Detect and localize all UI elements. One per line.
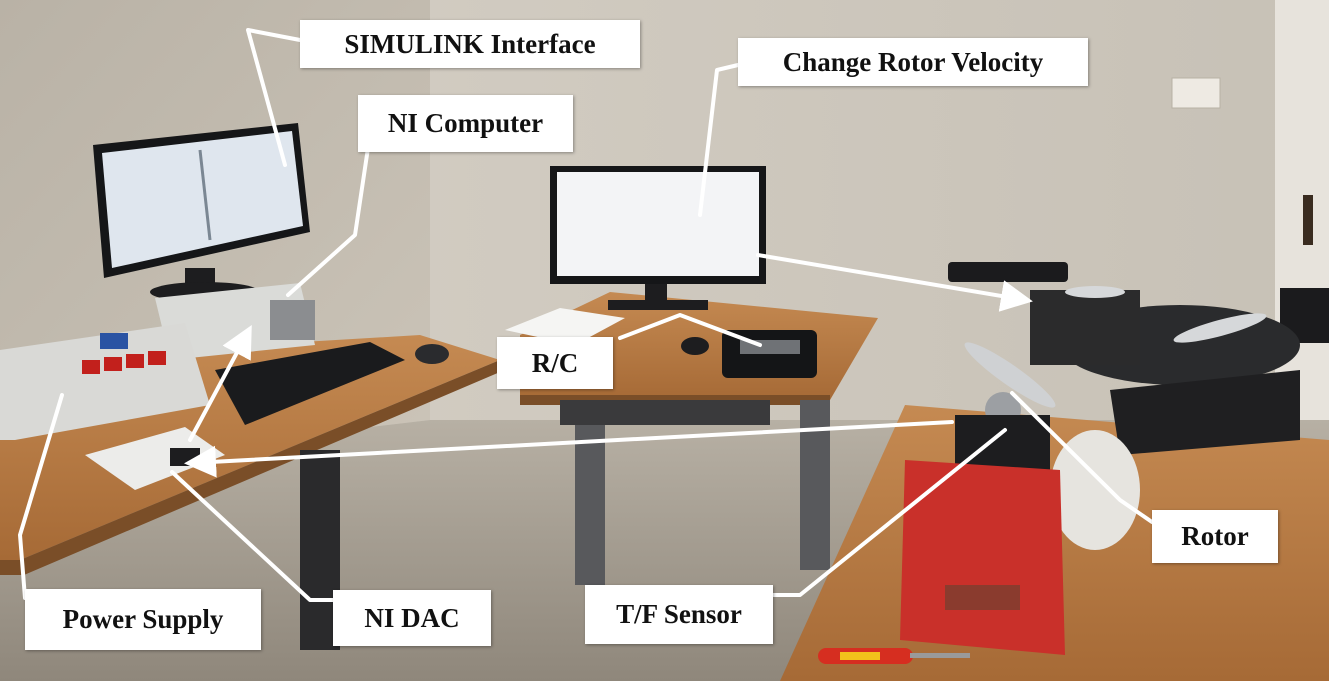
rc-label: R/C [497, 337, 613, 389]
ni-computer-label: NI Computer [358, 95, 573, 152]
middle-monitor-screen [557, 172, 759, 276]
left-desk-edge [0, 360, 500, 575]
monitor-to-rotor-arrow [756, 253, 1033, 312]
change-rotor-velocity-label: Change Rotor Velocity [738, 38, 1088, 86]
mouse [415, 344, 449, 364]
middle-desk-drawer [560, 400, 770, 425]
quadrotor [948, 262, 1329, 550]
rotor-label: Rotor [1152, 510, 1278, 563]
simulink-interface-label: SIMULINK Interface [300, 20, 640, 68]
dac-to-computer-arrow [188, 324, 252, 442]
tf-sensor-unit [900, 415, 1065, 655]
power-supply-leader-line [18, 393, 64, 600]
power-supply-label: Power Supply [25, 589, 261, 650]
ni-dac-label: NI DAC [333, 590, 491, 646]
tf-sensor-label: T/F Sensor [585, 585, 773, 644]
rotor-velocity-leader-line [698, 63, 740, 217]
sensor-to-dac-arrow [184, 420, 954, 478]
simulink-leader-line [246, 28, 302, 167]
wall-switch [1171, 77, 1221, 109]
ni-dac-leader-line [170, 470, 335, 602]
keyboard [215, 342, 405, 425]
rotor-blade [964, 342, 1056, 408]
left-monitor-screen [102, 131, 303, 268]
ni-dac-device [85, 427, 225, 490]
middle-monitor-stand [645, 284, 667, 304]
door-handle [1303, 195, 1313, 245]
tf-sensor-leader-line [771, 428, 1007, 597]
ni-computer-leader-line [286, 146, 370, 297]
white-bucket [1050, 430, 1140, 550]
papers [505, 308, 625, 345]
rc-leader-line [618, 313, 762, 347]
rotor-leader-line [1010, 391, 1154, 524]
